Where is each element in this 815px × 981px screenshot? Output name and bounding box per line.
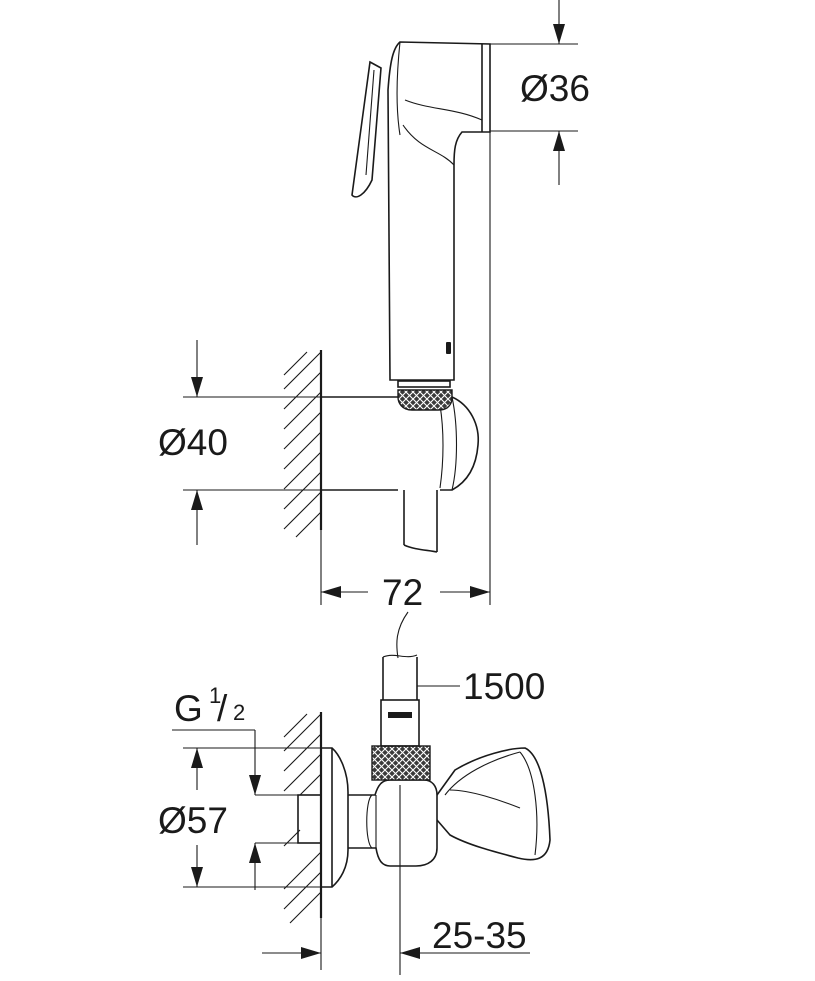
holder-depth-label: 72 <box>382 572 423 613</box>
valve-handle <box>436 747 551 861</box>
thread-numerator: 1 <box>209 683 221 708</box>
holder-depth-dimension <box>320 132 491 605</box>
rosette <box>321 747 349 888</box>
rosette-diameter-label: Ø57 <box>158 800 228 841</box>
wall-hatch-lower <box>283 712 323 924</box>
head-diameter-dimension <box>490 0 578 185</box>
wall-offset-dimension <box>262 918 530 970</box>
holder-diameter-dimension <box>183 340 321 545</box>
hose-length-label: 1500 <box>463 666 545 707</box>
wall-offset-label: 25-35 <box>432 915 527 956</box>
thread-label: G 1 / 2 <box>174 683 245 729</box>
inlet-thread <box>297 794 322 844</box>
thread-denominator: 2 <box>233 700 245 725</box>
rosette-diameter-dimension <box>183 747 321 890</box>
thread-leader <box>172 729 261 795</box>
wall-hatch-upper <box>283 350 323 538</box>
holder-diameter-label: Ø40 <box>158 422 228 463</box>
upper-assembly-view: Ø36 Ø40 72 <box>158 0 590 659</box>
angle-valve-body <box>348 654 438 867</box>
wall-holder <box>321 396 479 553</box>
head-diameter-label: Ø36 <box>520 68 590 109</box>
thread-prefix: G <box>174 688 203 729</box>
hand-shower <box>351 41 491 411</box>
lower-assembly-view: 1500 G 1 / 2 Ø57 <box>158 654 551 975</box>
hose-break-line <box>396 611 409 659</box>
thread-slash: / <box>217 688 228 729</box>
